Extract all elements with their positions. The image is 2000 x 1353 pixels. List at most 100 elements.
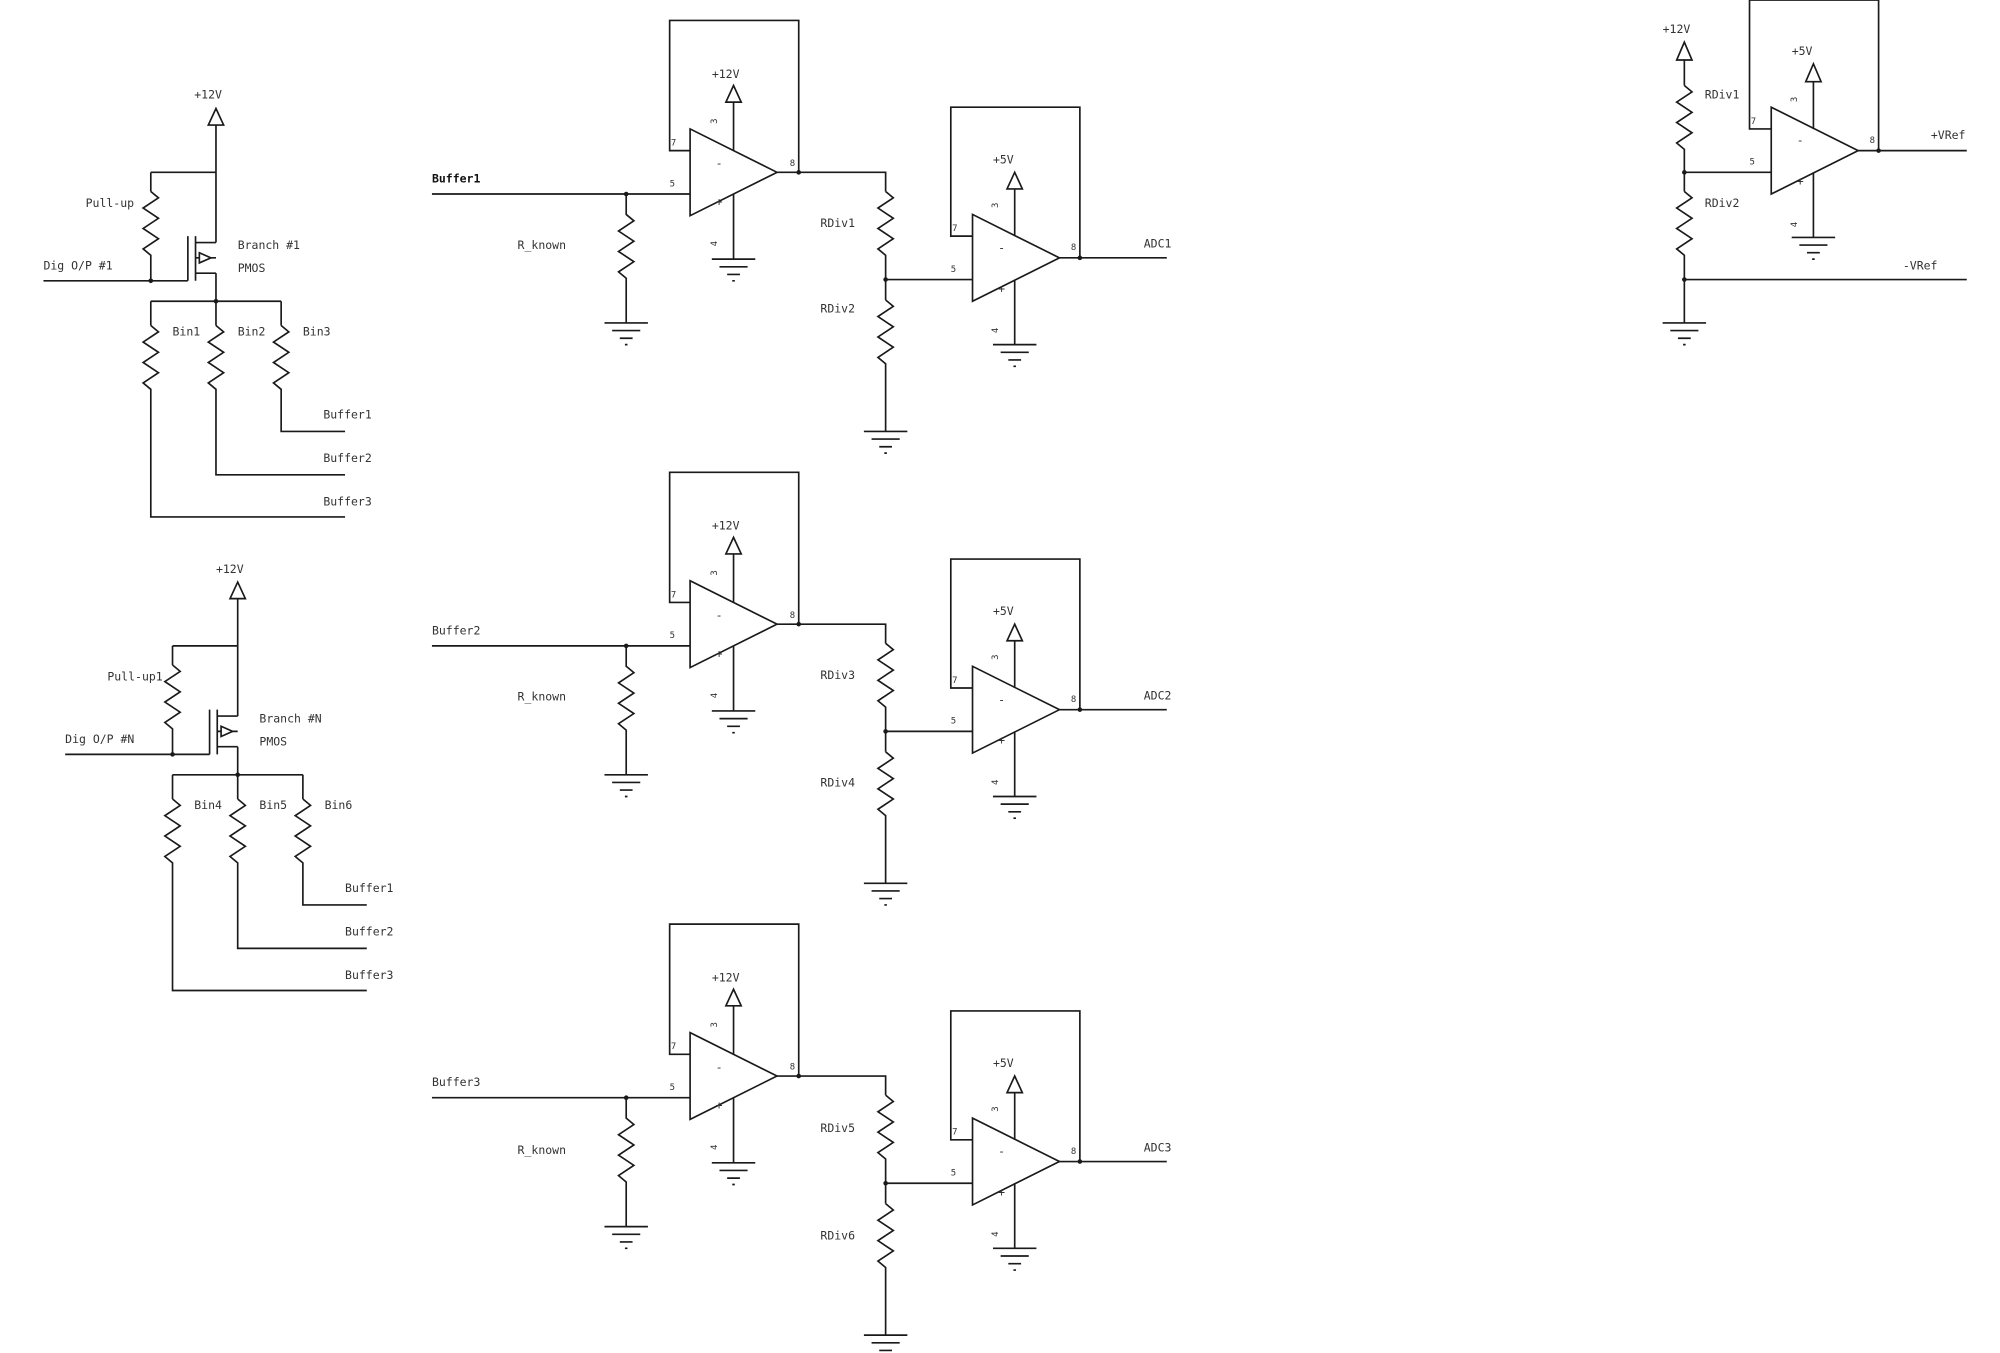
channel-3-buffer-pin4: 4 (710, 1145, 720, 1150)
channel-2-buffer-feedback (668, 471, 800, 625)
channel-1-adc-pin3: 3 (991, 203, 1001, 208)
vref-opamp-ground (1791, 172, 1836, 260)
channel-2-adc-plus: + (998, 733, 1005, 747)
branch1-pullup-resistor (141, 190, 160, 281)
channel-2-rdiv-bot-resistor (876, 751, 895, 884)
branch1-pullup-label: Pull-up (86, 196, 135, 210)
branchN-supply-label: +12V (216, 562, 244, 576)
channel-1-buffer-pin7: 7 (671, 139, 676, 149)
channel-2-adc-pin7: 7 (952, 676, 957, 686)
channel-2-buffer-minus: - (716, 608, 723, 622)
channel-2-buffer-pin3: 3 (710, 570, 720, 575)
channel-3-adc-pin8: 8 (1071, 1147, 1076, 1157)
channel-3-buffer-pin7: 7 (671, 1042, 676, 1052)
channel-1-buffer-supply-arrow (724, 83, 743, 103)
vref-pin3: 3 (1790, 97, 1800, 102)
branch1-out2-label: Buffer2 (323, 451, 371, 465)
channel-1-rdiv-bot-label: RDiv2 (820, 302, 855, 316)
branch-n-block: +12V Pull-up1 Dig O/P #N Branch #N PMOS … (65, 562, 394, 992)
channel-1-buffer-plus: + (716, 195, 723, 209)
channel-3-rknown-label: R_known (518, 1143, 566, 1157)
channel-3-buffer-pin3: 3 (710, 1022, 720, 1027)
branchN-out3-label: Buffer3 (345, 968, 394, 982)
channel-2-rdiv-top-resistor (876, 642, 895, 752)
branch1-supply-label: +12V (194, 87, 222, 101)
channel-3-rdiv-ground (863, 1334, 908, 1352)
channel-3-adc-opamp (971, 1116, 1062, 1207)
channel-3-input-label: Buffer3 (432, 1075, 481, 1089)
branch1-fet-name: Branch #1 (238, 238, 300, 252)
channel-1-adc-pin7: 7 (952, 224, 957, 234)
channel-1-output-label: ADC1 (1144, 237, 1172, 251)
vref-feedback (1748, 0, 1880, 151)
vref-opamp-supply-label: +5V (1792, 44, 1813, 58)
branch1-pmos (187, 172, 217, 302)
channel-2-rdiv-bot-label: RDiv4 (820, 775, 855, 789)
channel-3-rdiv-top-label: RDiv5 (820, 1121, 855, 1135)
channel-1-buffer-pin8: 8 (790, 159, 795, 169)
branch-1-block: +12V Pull-up Dig O/P #1 Branch #1 PMOS B… (43, 87, 372, 518)
vref-pin5: 5 (1750, 158, 1755, 168)
branch1-input-label: Dig O/P #1 (43, 258, 112, 272)
channel-1-rdiv-top-resistor (876, 190, 895, 300)
channel-1-adc-opamp (971, 213, 1062, 303)
vref-rdiv-top-resistor (1675, 84, 1694, 192)
branchN-input-label: Dig O/P #N (65, 732, 134, 746)
channel-3-adc-supply-label: +5V (993, 1056, 1014, 1070)
channel-1-buffer-pin5: 5 (670, 179, 675, 189)
channel-2-rknown-resistor (617, 645, 636, 775)
branchN-fet-type: PMOS (259, 734, 287, 748)
channel-2-buffer-pin7: 7 (671, 590, 676, 600)
channel-2-output-label: ADC2 (1144, 688, 1172, 702)
channel-2-rknown-ground (604, 773, 648, 798)
channel-1-buffer-minus: - (716, 156, 723, 170)
channel-1-adc-pin5: 5 (951, 265, 956, 275)
channel-2-adc-supply-label: +5V (993, 604, 1014, 618)
channel-2-buffer-pin8: 8 (790, 611, 795, 621)
vref-opamp-supply-arrow (1804, 61, 1823, 83)
channel-1-buffer-ground (711, 194, 756, 282)
channel-2-adc-pin3: 3 (991, 655, 1001, 660)
branch1-bin2-label: Bin2 (238, 325, 266, 339)
branch1-out1-label: Buffer1 (323, 408, 372, 422)
branchN-pmos (208, 645, 239, 775)
channel-2-rdiv-top-label: RDiv3 (820, 668, 855, 682)
channel-2-buffer-pin5: 5 (670, 631, 675, 641)
branch1-bin3-label: Bin3 (303, 325, 331, 339)
branchN-pullup-label: Pull-up1 (107, 669, 162, 683)
channel-3-adc-ground (992, 1183, 1037, 1271)
channel-1-adc-supply-arrow (1005, 170, 1024, 190)
channel-1-adc-pin8: 8 (1071, 243, 1076, 253)
vref-block: +12V RDiv1 RDiv2 -VRef - + 7 5 8 3 4 +5V… (1662, 0, 1967, 346)
channel-2-buffer-supply-arrow (724, 535, 743, 555)
branch1-bin1-label: Bin1 (173, 325, 201, 339)
channel-3-buffer-feedback (668, 923, 800, 1077)
vref-rdiv-bot-label: RDiv2 (1705, 196, 1740, 210)
branch1-bin1-resistor (141, 324, 346, 518)
branchN-bin6-resistor (293, 798, 367, 906)
channel-1-rdiv-ground (863, 430, 908, 454)
channel-3-adc-pin4: 4 (991, 1231, 1001, 1236)
channel-2-adc-feedback (949, 558, 1081, 710)
branchN-fet-name: Branch #N (259, 711, 321, 725)
channel-2-adc-supply-arrow (1005, 622, 1024, 642)
branchN-bin5-label: Bin5 (259, 798, 287, 812)
channel-3-adc-pin7: 7 (952, 1128, 957, 1138)
channel-1-adc-ground (992, 279, 1037, 368)
channel-2-buffer-pin4: 4 (710, 693, 720, 698)
vref-minus: - (1797, 133, 1804, 147)
channel-1-adc-minus: - (998, 240, 1005, 254)
channel-2-buffer-supply-label: +12V (712, 519, 740, 533)
channel-1-rknown-ground (604, 322, 648, 346)
channel-2-adc-pin4: 4 (991, 780, 1001, 785)
branchN-bin5-resistor (228, 798, 367, 950)
channel-3-rdiv-bot-label: RDiv6 (820, 1228, 855, 1242)
channel-1-adc-pin4: 4 (991, 328, 1001, 333)
branchN-bin4-label: Bin4 (194, 798, 222, 812)
channel-2-rknown-label: R_known (518, 690, 566, 704)
branchN-bin6-label: Bin6 (325, 798, 353, 812)
channel-2: Buffer2 R_known - + 7 5 8 3 4 +12V RDiv3… (431, 471, 1172, 906)
channel-2-buffer-plus: + (716, 646, 723, 660)
channel-1-rdiv-top-label: RDiv1 (820, 216, 855, 230)
channel-2-adc-pin8: 8 (1071, 695, 1076, 705)
